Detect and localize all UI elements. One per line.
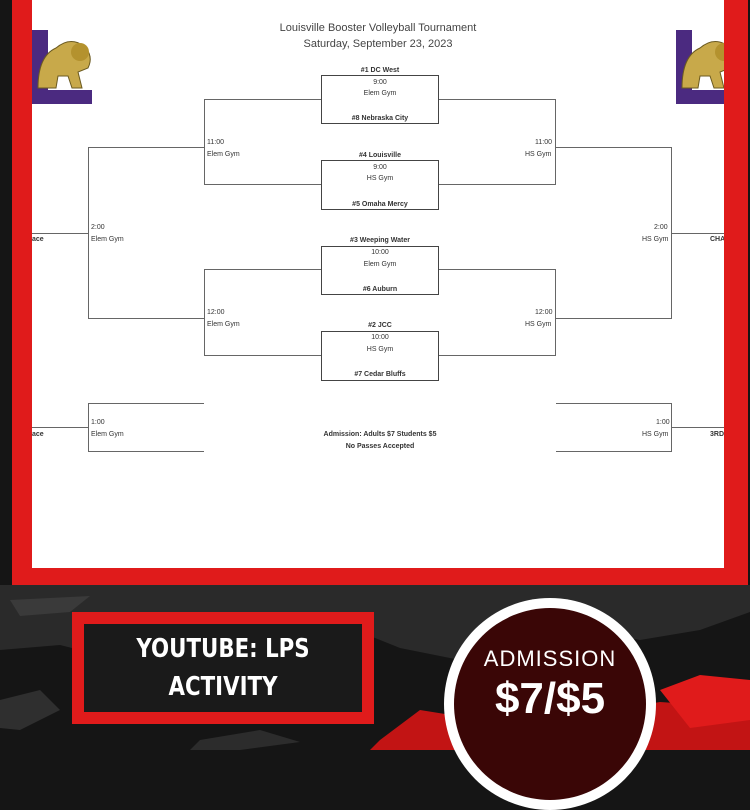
lion-logo-icon (676, 30, 724, 104)
bracket-line (204, 355, 321, 356)
team-label: #1 DC West (360, 67, 400, 74)
game-time: 10:00 (371, 334, 389, 341)
game-box (321, 331, 439, 381)
round-venue: HS Gym (642, 236, 669, 243)
passes-note: No Passes Accepted (345, 443, 415, 450)
bracket-line (204, 99, 205, 185)
bracket-line (556, 451, 672, 452)
round-venue: Elem Gym (207, 151, 240, 158)
bracket-line (556, 147, 672, 148)
bracket-line (556, 318, 672, 319)
bracket-line (32, 427, 88, 428)
round-time: 1:00 (91, 419, 105, 426)
place-label: ace (32, 236, 44, 243)
bracket-line (439, 184, 556, 185)
round-venue: HS Gym (525, 321, 552, 328)
bracket-line (32, 233, 88, 234)
game-venue: HS Gym (366, 346, 394, 353)
bracket-line (555, 269, 556, 356)
admission-note: Admission: Adults $7 Students $5 (323, 431, 437, 438)
bracket-line (439, 269, 556, 270)
bracket-line (672, 427, 724, 428)
bracket-line (88, 451, 204, 452)
team-label: #5 Omaha Mercy (352, 201, 408, 208)
admission-price: $7/$5 (494, 674, 606, 723)
bracket-line (88, 147, 204, 148)
bracket-line (204, 269, 321, 270)
round-venue: HS Gym (642, 431, 669, 438)
place-label: ace (32, 431, 44, 438)
bracket-line (672, 233, 724, 234)
game-time: 10:00 (371, 249, 389, 256)
admission-badge: ADMISSION $7/$5 (444, 598, 656, 810)
team-label: #4 Louisville (358, 152, 402, 159)
bracket-line (671, 147, 672, 319)
game-time: 9:00 (373, 164, 387, 171)
stream-line-2: ACTIVITY (168, 672, 278, 702)
bracket-line (88, 403, 204, 404)
bracket-line (204, 184, 321, 185)
bracket-sheet: Louisville Booster Volleyball Tournament… (32, 0, 724, 568)
round-time: 2:00 (91, 224, 105, 231)
bracket-line (439, 355, 556, 356)
bracket-line (204, 99, 321, 100)
game-venue: HS Gym (366, 175, 394, 182)
round-venue: Elem Gym (91, 236, 124, 243)
stream-info-box: YOUTUBE: LPS ACTIVITY (72, 612, 374, 724)
game-box (321, 246, 439, 295)
game-box (321, 75, 439, 124)
round-time: 11:00 (535, 139, 552, 146)
round-time: 11:00 (207, 139, 224, 146)
tournament-date: Saturday, September 23, 2023 (303, 38, 453, 50)
round-time: 1:00 (656, 419, 670, 426)
game-venue: Elem Gym (363, 90, 397, 97)
bracket-line (439, 99, 556, 100)
bracket-line (88, 147, 89, 319)
team-label: #7 Cedar Bluffs (354, 371, 406, 378)
lion-logo-icon (32, 30, 92, 104)
bracket-line (671, 403, 672, 452)
place-label: CHA (710, 236, 724, 243)
round-time: 12:00 (207, 309, 225, 316)
team-label: #6 Auburn (362, 286, 398, 293)
team-label: #2 JCC (368, 322, 392, 329)
round-time: 2:00 (654, 224, 668, 231)
round-time: 12:00 (535, 309, 553, 316)
team-label: #3 Weeping Water (350, 237, 410, 244)
place-label: 3RD (710, 431, 724, 438)
game-time: 9:00 (373, 79, 387, 86)
bracket-line (556, 403, 672, 404)
game-venue: Elem Gym (363, 261, 397, 268)
admission-label: ADMISSION (483, 646, 617, 671)
game-box (321, 160, 439, 210)
bracket-line (88, 403, 89, 452)
round-venue: Elem Gym (207, 321, 240, 328)
round-venue: Elem Gym (91, 431, 124, 438)
tournament-title: Louisville Booster Volleyball Tournament (279, 22, 477, 34)
team-label: #8 Nebraska City (351, 115, 409, 122)
stream-line-1: YOUTUBE: LPS (136, 634, 310, 664)
round-venue: HS Gym (525, 151, 552, 158)
bracket-line (88, 318, 204, 319)
bracket-line (555, 99, 556, 185)
bracket-line (204, 269, 205, 356)
